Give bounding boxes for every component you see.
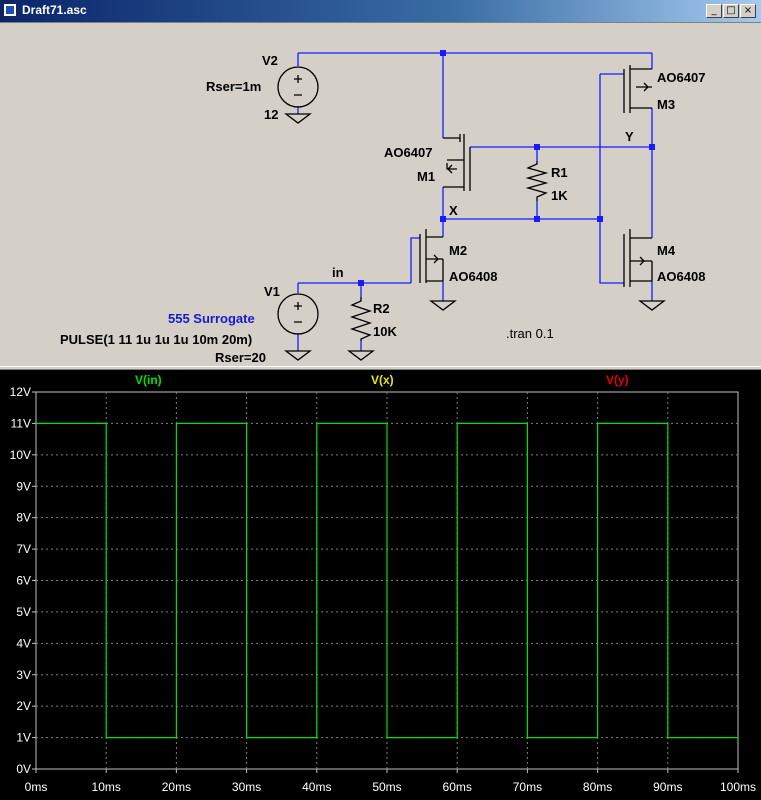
y-tick-label: 4V [16, 636, 31, 650]
m3-model-label: AO6407 [657, 70, 706, 85]
v2-name-label: V2 [262, 53, 278, 68]
y-tick-label: 9V [16, 479, 31, 493]
x-tick-label: 80ms [583, 780, 612, 794]
y-tick-label: 8V [16, 511, 31, 525]
junction-dot [358, 280, 364, 286]
v1-rser-label: Rser=20 [215, 350, 266, 365]
r1-value-label: 1K [551, 188, 568, 203]
window-title: Draft71.asc [22, 3, 87, 17]
m2-model-label: AO6408 [449, 269, 498, 284]
m1-name-label: M1 [417, 169, 436, 184]
junction-dot [534, 144, 540, 150]
wire-x-to-m3-m4-gates [599, 74, 624, 284]
junction-dot [597, 216, 603, 222]
title-bar: Draft71.asc _ □ × [0, 0, 761, 22]
voltage-source-v2-icon [277, 66, 319, 124]
x-tick-label: 30ms [232, 780, 261, 794]
maximize-button[interactable]: □ [723, 4, 739, 18]
m1-model-label: AO6407 [384, 145, 433, 160]
junction-dot [649, 144, 655, 150]
v1-comment-label: 555 Surrogate [168, 311, 255, 326]
trace-vin [36, 422, 738, 739]
r2-name-label: R2 [373, 301, 390, 316]
x-tick-label: 70ms [513, 780, 542, 794]
voltage-source-v1-icon [277, 293, 319, 361]
r2-value-label: 10K [373, 324, 397, 339]
y-tick-label: 3V [16, 668, 31, 682]
wire-m2-gate [410, 237, 420, 283]
x-tick-label: 90ms [653, 780, 682, 794]
net-x-label: X [449, 203, 458, 218]
m4-name-label: M4 [657, 243, 676, 258]
x-tick-label: 50ms [372, 780, 401, 794]
net-in-label: in [332, 265, 344, 280]
pmos-m3-icon [623, 65, 652, 113]
resistor-r2-icon [347, 297, 375, 361]
ground-m4-icon [638, 300, 666, 311]
x-tick-label: 20ms [162, 780, 191, 794]
m4-model-label: AO6408 [657, 269, 706, 284]
y-tick-label: 10V [10, 448, 31, 462]
y-tick-label: 12V [10, 385, 31, 399]
minimize-button[interactable]: _ [706, 4, 722, 18]
v1-value-label: PULSE(1 11 1u 1u 1u 10m 20m) [60, 332, 253, 347]
v2-rser-label: Rser=1m [206, 79, 262, 94]
x-tick-label: 100ms [720, 780, 756, 794]
m2-name-label: M2 [449, 243, 468, 258]
trace-label-vy[interactable]: V(y) [606, 373, 629, 387]
trace-label-vx[interactable]: V(x) [371, 373, 394, 387]
schematic-editor[interactable]: V2 Rser=1m 12 AO6407 M1 AO6407 M3 Y X in… [0, 22, 761, 366]
y-tick-label: 0V [16, 762, 31, 776]
nmos-m4-icon [623, 229, 653, 287]
r1-name-label: R1 [551, 165, 568, 180]
y-tick-label: 1V [16, 731, 31, 745]
v1-name-label: V1 [264, 284, 280, 299]
y-tick-label: 11V [11, 416, 31, 430]
waveform-plot[interactable]: 0V 1V 2V 3V 4V 5V 6V 7V 8V 9V 10V 11V 12V 0ms 10ms 20m… [0, 370, 761, 800]
junction-dot [534, 216, 540, 222]
trace-label-vin[interactable]: V(in) [135, 373, 162, 387]
resistor-r1-icon [525, 161, 549, 201]
ground-m2-icon [429, 300, 457, 311]
junction-dot [440, 216, 446, 222]
y-tick-label: 2V [16, 699, 31, 713]
x-tick-label: 0ms [25, 780, 48, 794]
schematic-canvas[interactable] [0, 23, 761, 367]
close-button[interactable]: × [740, 4, 756, 18]
x-tick-label: 40ms [302, 780, 331, 794]
y-tick-label: 5V [16, 605, 31, 619]
x-tick-label: 10ms [92, 780, 121, 794]
pane-splitter[interactable] [0, 366, 761, 370]
spice-directive[interactable]: .tran 0.1 [506, 326, 554, 341]
nmos-m2-icon [419, 229, 444, 283]
document-icon [3, 3, 17, 17]
pmos-m1-icon [443, 134, 471, 191]
junction-dot [440, 50, 446, 56]
m3-name-label: M3 [657, 97, 676, 112]
y-tick-label: 6V [16, 574, 31, 588]
x-tick-label: 60ms [443, 780, 472, 794]
y-tick-label: 7V [16, 542, 31, 556]
net-y-label: Y [625, 129, 634, 144]
v2-value-label: 12 [264, 107, 279, 122]
waveform-viewer[interactable]: 0V 1V 2V 3V 4V 5V 6V 7V 8V 9V 10V 11V 12V 0ms 10ms 20m… [0, 370, 761, 800]
